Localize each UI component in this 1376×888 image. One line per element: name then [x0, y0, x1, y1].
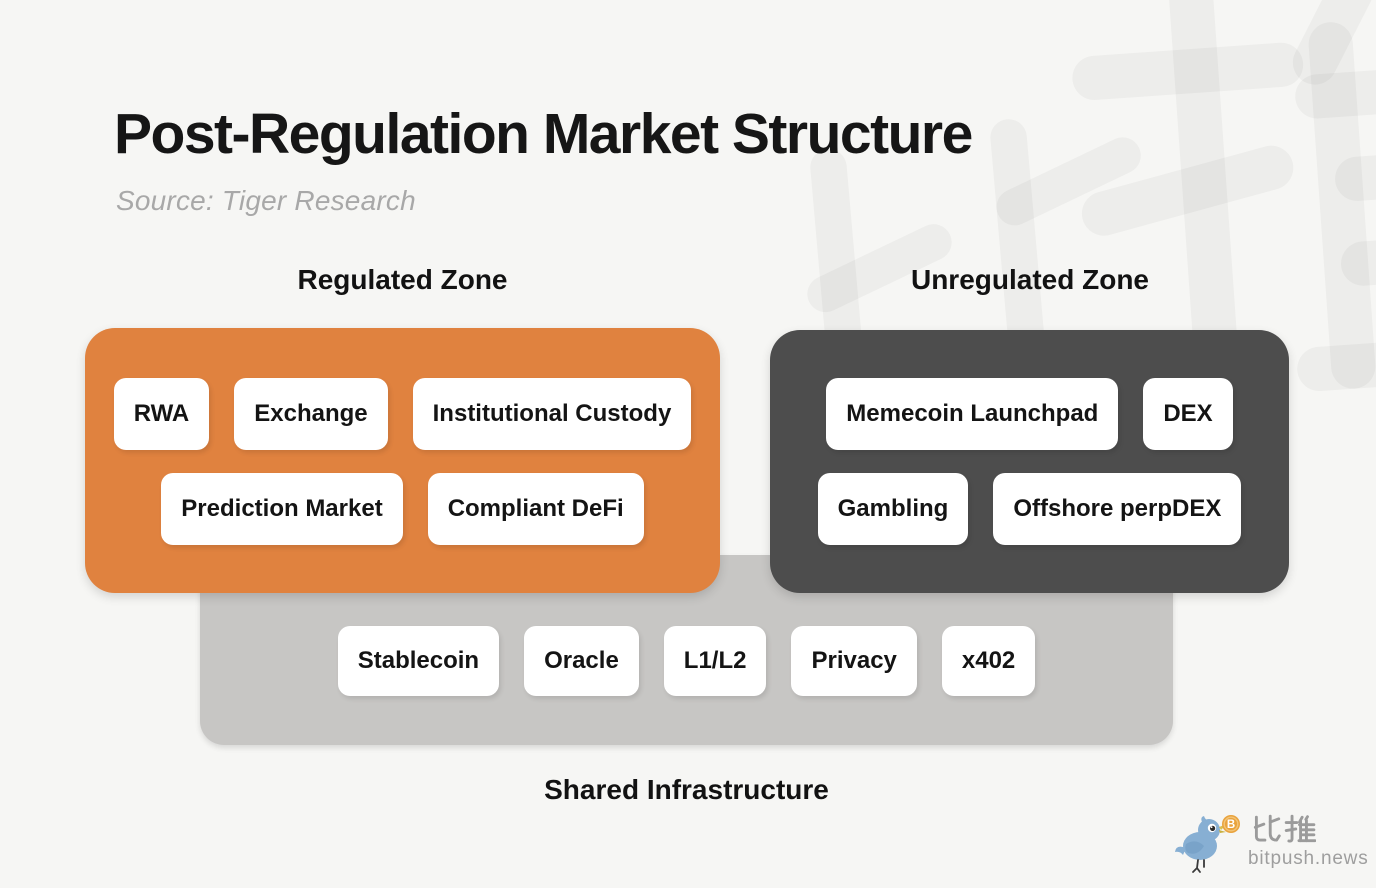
- page-title: Post-Regulation Market Structure: [114, 102, 973, 166]
- regulated-zone-label: Regulated Zone: [297, 264, 508, 295]
- chip-memecoin-launchpad: Memecoin Launchpad: [826, 378, 1119, 450]
- unregulated-zone-label: Unregulated Zone: [910, 264, 1149, 295]
- chip-stablecoin: Stablecoin: [337, 626, 500, 696]
- chip-row: Stablecoin Oracle L1/L2 Privacy x402: [200, 626, 1173, 696]
- bitpush-cjk-logotype: [1253, 814, 1316, 843]
- chip-row: Memecoin Launchpad DEX: [770, 378, 1289, 450]
- shared-infrastructure-label: Shared Infrastructure: [544, 774, 829, 805]
- chip-oracle: Oracle: [524, 626, 639, 696]
- chip-x402: x402: [941, 626, 1036, 696]
- chip-offshore-perpdex: Offshore perpDEX: [993, 473, 1242, 545]
- chip-prediction-market: Prediction Market: [161, 473, 403, 545]
- shared-infrastructure-box: Stablecoin Oracle L1/L2 Privacy x402: [200, 555, 1173, 745]
- bitpush-domain-text: bitpush.news: [1248, 848, 1369, 869]
- chip-rwa: RWA: [113, 378, 210, 450]
- chip-privacy: Privacy: [791, 626, 917, 696]
- chip-gambling: Gambling: [817, 473, 969, 545]
- chip-compliant-defi: Compliant DeFi: [427, 473, 644, 545]
- chip-exchange: Exchange: [234, 378, 388, 450]
- chip-row: Prediction Market Compliant DeFi: [85, 473, 720, 545]
- chip-institutional-custody: Institutional Custody: [412, 378, 692, 450]
- svg-text:B: B: [1227, 819, 1235, 831]
- bitpush-logo: B bitpush.news: [1174, 808, 1374, 880]
- source-credit: Source: Tiger Research: [116, 185, 416, 216]
- unregulated-zone-box: Memecoin Launchpad DEX Gambling Offshore pe…: [770, 330, 1289, 593]
- chip-l1-l2: L1/L2: [663, 626, 767, 696]
- chip-dex: DEX: [1143, 378, 1233, 450]
- chip-row: RWA Exchange Institutional Custody: [85, 378, 720, 450]
- bitpush-bird-icon: B: [1175, 815, 1240, 873]
- chip-row: Gambling Offshore perpDEX: [770, 473, 1289, 545]
